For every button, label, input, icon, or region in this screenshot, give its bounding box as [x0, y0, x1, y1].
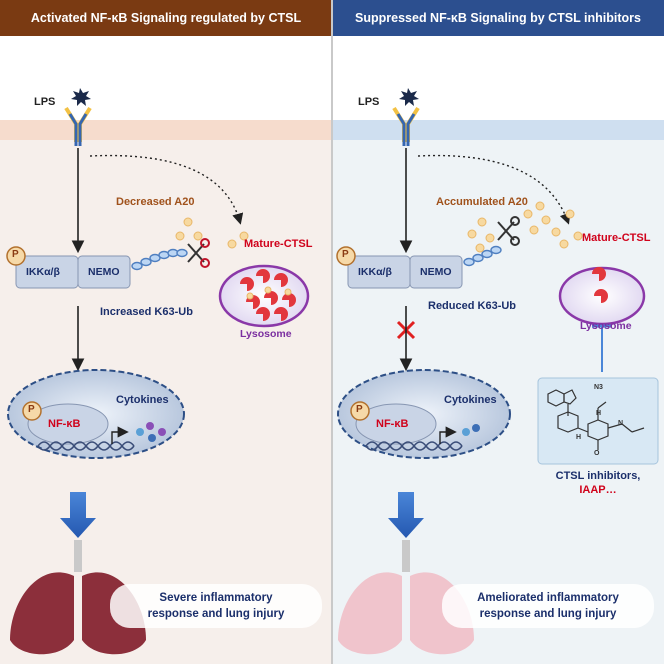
- dotted-arrow: [417, 154, 571, 225]
- left-membrane: [0, 120, 332, 140]
- nfkb-phospho-label: P: [28, 404, 35, 415]
- phospho-icon: [6, 246, 26, 266]
- nemo-box: [409, 255, 463, 289]
- nemo-label: NEMO: [420, 266, 452, 278]
- left-outcome-line2: response and lung injury: [147, 608, 285, 620]
- right-outcome-line2: response and lung injury: [479, 608, 617, 620]
- azide-label: N3: [594, 384, 603, 391]
- nfkb-label: NF-κB: [48, 418, 81, 430]
- outcome-arrow: [388, 492, 424, 538]
- receptor-icon: [392, 106, 420, 146]
- amine-label: N: [618, 420, 624, 427]
- methoxy-label: O: [594, 450, 600, 457]
- ctsl-enzymes: [592, 267, 608, 303]
- a20-label: Accumulated A20: [436, 196, 528, 208]
- left-panel: Activated NF-κB Signaling regulated by C…: [0, 0, 332, 664]
- cytokine-dots: [462, 424, 480, 436]
- inhibitor-label-line1: CTSL inhibitors,: [555, 470, 641, 482]
- right-diagram: [336, 88, 659, 655]
- nfkb-box: [27, 403, 109, 445]
- panel-divider: [331, 0, 333, 664]
- a20-dots: [467, 201, 583, 253]
- phospho-icon: [336, 246, 356, 266]
- nfkb-phospho-icon: [22, 401, 42, 421]
- ubiquitin-chain: [131, 248, 188, 271]
- scissors-icon: [497, 216, 520, 246]
- inhibitor-structure-box: [537, 377, 659, 465]
- nemo-box: [77, 255, 131, 289]
- transcription-arrow: [111, 426, 129, 444]
- ctsl-enzymes: [240, 269, 296, 321]
- inhibitor-label-line2: IAAP…: [579, 484, 617, 496]
- dotted-arrow: [89, 154, 244, 225]
- left-header: Activated NF-κB Signaling regulated by C…: [0, 0, 332, 36]
- lps-icon: [399, 88, 419, 106]
- phospho-label: P: [12, 249, 19, 260]
- left-outcome-line1: Severe inflammatory: [159, 592, 273, 604]
- right-extracellular: [332, 36, 664, 120]
- left-outcome-pill: [110, 584, 322, 628]
- receptor-icon: [64, 106, 92, 146]
- dna-icon: [365, 441, 463, 451]
- transcription-arrow: [439, 426, 457, 444]
- cytokines-label: Cytokines: [116, 394, 169, 406]
- cytokines-label: Cytokines: [444, 394, 497, 406]
- outcome-arrow: [60, 492, 96, 538]
- right-panel: Suppressed NF-κB Signaling by CTSL inhib…: [332, 0, 664, 664]
- ikk-label: IKKα/β: [26, 266, 60, 278]
- a20-dots: [175, 217, 249, 249]
- lps-icon: [71, 88, 91, 106]
- a20-label: Decreased A20: [116, 196, 195, 208]
- ikk-label: IKKα/β: [358, 266, 392, 278]
- cytokine-dots: [136, 422, 166, 442]
- ctsl-label: Mature-CTSL: [244, 238, 313, 250]
- ubiquitin-chain: [463, 245, 502, 267]
- nh-label-1: H: [576, 434, 582, 441]
- left-extracellular: [0, 36, 332, 120]
- lysosome-label: Lysosome: [580, 320, 632, 332]
- right-membrane: [332, 120, 664, 140]
- lps-label: LPS: [34, 96, 56, 108]
- scissors-icon: [187, 238, 210, 268]
- nh-label-2: H: [596, 410, 602, 417]
- right-outcome-line1: Ameliorated inflammatory: [477, 592, 619, 604]
- right-header: Suppressed NF-κB Signaling by CTSL inhib…: [332, 0, 664, 36]
- nfkb-phospho-icon: [350, 401, 370, 421]
- lps-label: LPS: [358, 96, 380, 108]
- k63-label: Increased K63-Ub: [100, 306, 193, 318]
- nfkb-box: [355, 403, 437, 445]
- nfkb-label: NF-κB: [376, 418, 409, 430]
- nfkb-phospho-label: P: [356, 404, 363, 415]
- inhibitor-structure: [547, 389, 645, 450]
- nemo-label: NEMO: [88, 266, 120, 278]
- phospho-label: P: [342, 249, 349, 260]
- k63-label: Reduced K63-Ub: [428, 300, 517, 312]
- dna-icon: [37, 441, 135, 451]
- right-outcome-pill: [442, 584, 654, 628]
- lysosome-label: Lysosome: [240, 328, 292, 340]
- ctsl-label: Mature-CTSL: [582, 232, 651, 244]
